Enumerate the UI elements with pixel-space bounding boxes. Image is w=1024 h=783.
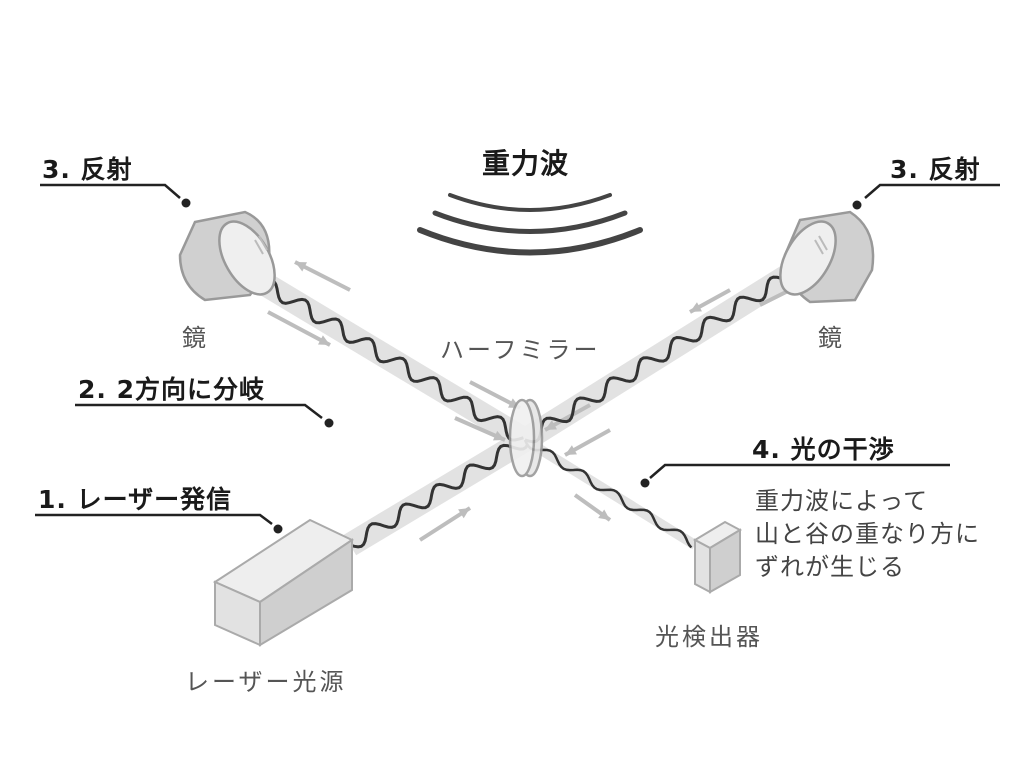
label-detector: 光検出器 [655, 623, 763, 651]
beam [522, 435, 698, 550]
arrow-head-icon [493, 430, 505, 441]
beam [238, 261, 532, 451]
mirror-left-icon [178, 210, 276, 302]
direction-arrows [267, 260, 801, 542]
leader-dots [181, 198, 862, 534]
mirror-right-icon [779, 210, 875, 304]
leader-lines [35, 183, 1000, 525]
label-reflect-left: 3. 反射 [42, 155, 133, 184]
wave [524, 266, 801, 444]
label-half-mirror: ハーフミラー [440, 336, 601, 364]
interference-note: 重力波によって 山と谷の重なり方に ずれが生じる [755, 485, 980, 584]
wave [349, 443, 529, 549]
label-laser-emit: 1. レーザー発信 [38, 485, 233, 514]
label-mirror-left: 鏡 [182, 324, 209, 352]
wave [523, 439, 693, 549]
laser-source-icon [212, 518, 355, 647]
half-mirror-icon [508, 398, 544, 478]
arrow-head-icon [690, 302, 702, 312]
label-mirror-right: 鏡 [818, 324, 845, 352]
arrow-head-icon [458, 508, 470, 519]
wave [243, 271, 524, 442]
diagram-title: 重力波 [482, 147, 570, 180]
arrow-head-icon [598, 509, 610, 520]
label-interference: 4. 光の干渉 [752, 435, 895, 464]
label-laser-source: レーザー光源 [185, 668, 347, 696]
arrow-head-icon [545, 420, 557, 430]
label-split: 2. 2方向に分岐 [78, 375, 265, 404]
arrow-head-icon [318, 335, 330, 345]
arrow-head-icon [295, 262, 307, 272]
gravity-wave-arcs-icon [417, 193, 643, 256]
note-line: ずれが生じる [755, 553, 905, 581]
detector-icon [692, 520, 743, 594]
beam [518, 257, 807, 451]
light-waves [243, 266, 801, 549]
arrow-icon [267, 310, 331, 347]
arrow-head-icon [565, 445, 577, 455]
label-reflect-right: 3. 反射 [890, 155, 981, 184]
note-line: 重力波によって [755, 487, 929, 515]
note-line: 山と谷の重なり方に [755, 520, 980, 548]
